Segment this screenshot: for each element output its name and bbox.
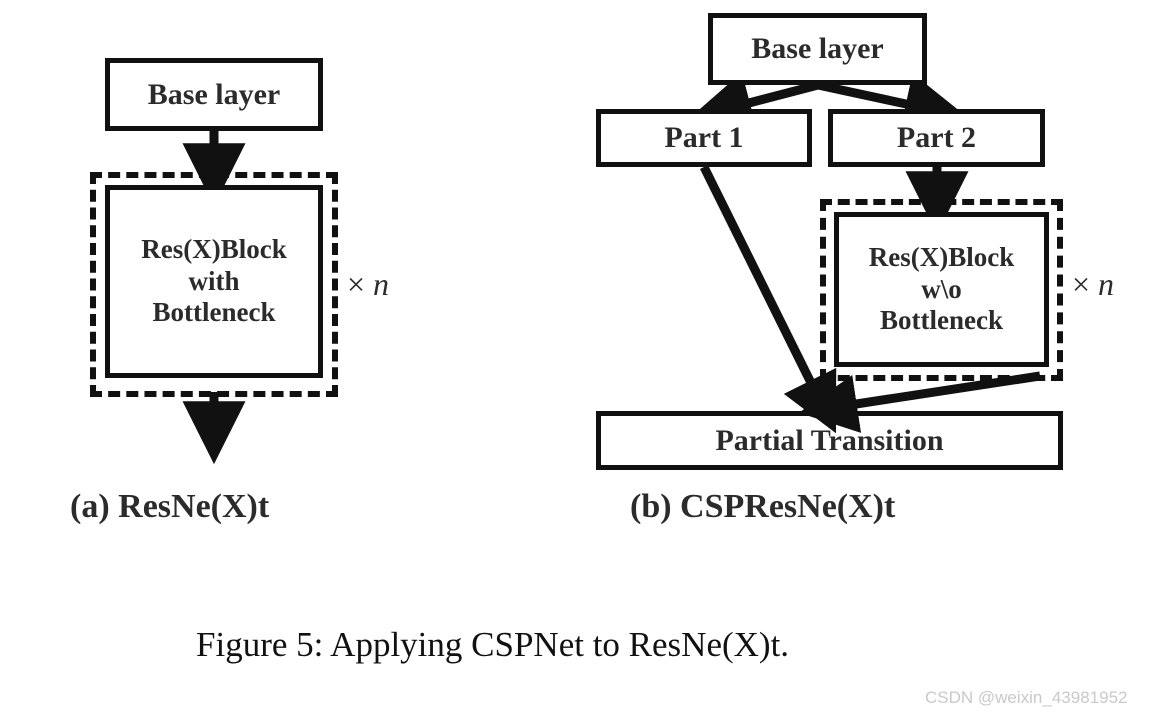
panel-b-base-layer-box[interactable]: Base layer: [708, 13, 927, 85]
csdn-watermark: CSDN @weixin_43981952: [925, 688, 1128, 707]
arrow-b-part1-to-transition: [699, 165, 837, 434]
panel-b-repeat-symbol: ×: [1072, 266, 1091, 302]
arrow-b-base-to-part1: [688, 72, 820, 134]
panel-a-resxblock-line1: Res(X)Block: [141, 233, 287, 264]
panel-b-part1-box[interactable]: Part 1: [596, 109, 812, 167]
panel-a-repeat-count: n: [373, 266, 390, 302]
arrow-b-base-to-part2: [817, 73, 968, 135]
panel-a-base-layer-box[interactable]: Base layer: [105, 58, 323, 131]
panel-b-resxblock-box[interactable]: Res(X)Block w\o Bottleneck: [834, 212, 1049, 367]
panel-b-part1-label: Part 1: [664, 121, 744, 155]
panel-a-repeat-symbol: ×: [347, 266, 366, 302]
panel-b-resxblock-line2: w\o: [921, 273, 962, 304]
panel-a-base-layer-label: Base layer: [147, 77, 281, 111]
panel-b-repeat-label: × n: [1072, 266, 1114, 303]
panel-a-resxblock-line2: with: [188, 265, 240, 296]
panel-b-base-layer-label: Base layer: [751, 32, 884, 66]
panel-b-resxblock-line3: Bottleneck: [880, 305, 1003, 336]
panel-a-repeat-label: × n: [347, 266, 389, 303]
panel-b-partial-transition-label: Partial Transition: [715, 423, 944, 457]
panel-a-resxblock-line3: Bottleneck: [152, 297, 276, 328]
panel-b-partial-transition-box[interactable]: Partial Transition: [596, 411, 1063, 470]
panel-b-subcaption: (b) CSPResNe(X)t: [630, 488, 896, 525]
panel-b-part2-box[interactable]: Part 2: [828, 109, 1045, 167]
figure-caption: Figure 5: Applying CSPNet to ResNe(X)t.: [196, 625, 790, 664]
panel-b-resxblock-line1: Res(X)Block: [868, 241, 1015, 272]
panel-b-part2-label: Part 2: [896, 121, 977, 155]
panel-a-resxblock-box[interactable]: Res(X)Block with Bottleneck: [105, 185, 323, 378]
panel-a-subcaption: (a) ResNe(X)t: [70, 488, 270, 525]
panel-b-repeat-count: n: [1098, 266, 1115, 302]
